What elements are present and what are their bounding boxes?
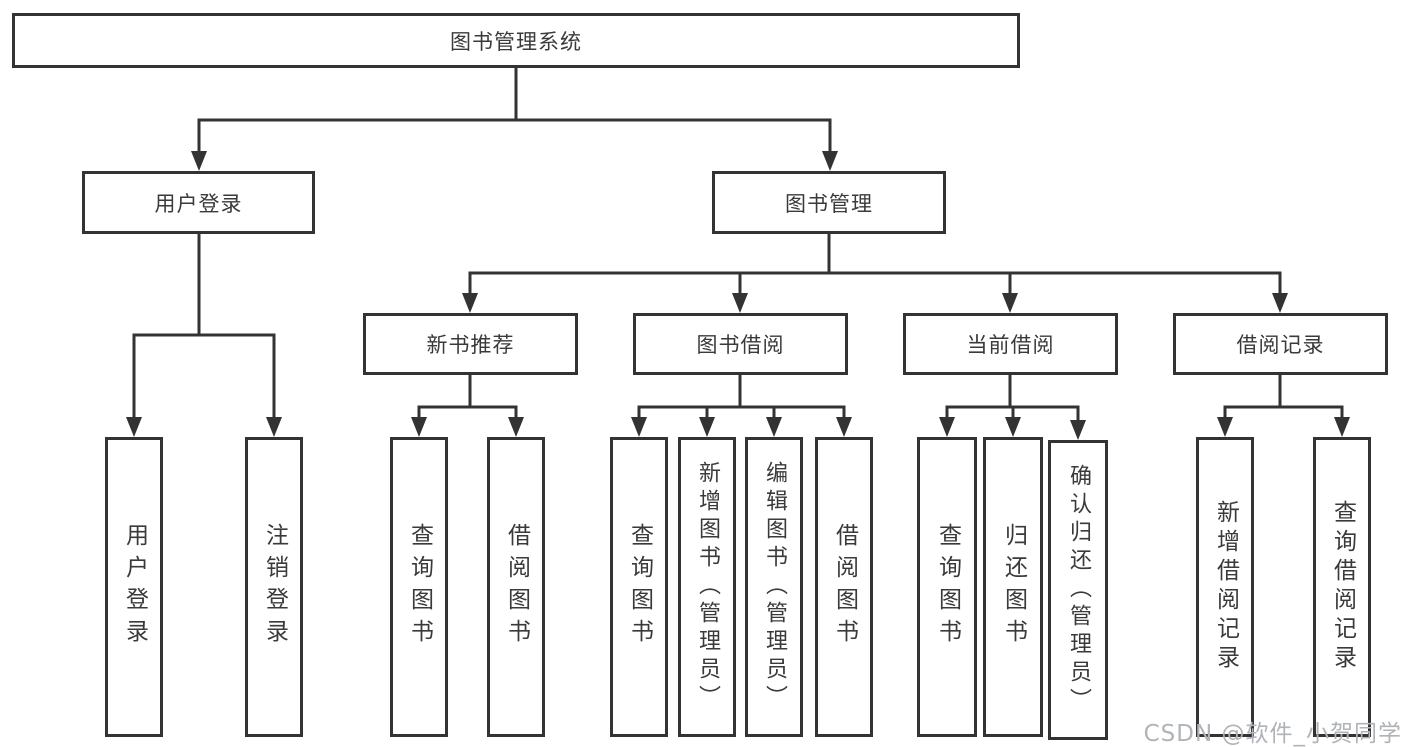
node-borrow-records-label: 借阅记录 [1236, 333, 1325, 357]
node-root-label: 图书管理系统 [450, 29, 582, 54]
leaf-bb-add-books-admin-label: 新增图书（管理员） [695, 461, 720, 713]
node-book-management: 图书管理 [712, 171, 946, 234]
leaf-nbr-query-books: 查询图书 [390, 437, 448, 737]
leaf-cb-confirm-return-admin-label: 确认归还（管理员） [1066, 464, 1091, 716]
csdn-watermark: CSDN @软件_小贺同学 [1143, 721, 1402, 747]
node-current-borrow-label: 当前借阅 [966, 333, 1055, 357]
leaf-bb-borrow-books: 借阅图书 [815, 437, 873, 737]
leaf-bb-edit-books-admin-label: 编辑图书（管理员） [762, 461, 787, 713]
leaf-logout-login-label: 注销登录 [261, 523, 288, 651]
leaf-br-query-record: 查询借阅记录 [1313, 437, 1371, 737]
leaf-user-login: 用户登录 [105, 437, 163, 737]
leaf-cb-return-books-label: 归还图书 [1000, 523, 1027, 651]
leaf-logout-login: 注销登录 [245, 437, 303, 737]
leaf-cb-confirm-return-admin: 确认归还（管理员） [1048, 440, 1108, 740]
node-user-login: 用户登录 [82, 171, 315, 234]
leaf-br-query-record-label: 查询借阅记录 [1329, 500, 1356, 674]
arrowheads [126, 151, 1350, 440]
node-book-borrow-label: 图书借阅 [696, 333, 785, 357]
node-user-login-label: 用户登录 [154, 191, 243, 216]
leaf-br-add-record: 新增借阅记录 [1196, 437, 1254, 737]
node-root: 图书管理系统 [12, 13, 1020, 68]
leaf-bb-query-books: 查询图书 [610, 437, 668, 737]
leaf-nbr-borrow-books: 借阅图书 [487, 437, 545, 737]
leaf-bb-add-books-admin: 新增图书（管理员） [678, 437, 736, 737]
node-borrow-records: 借阅记录 [1173, 313, 1388, 375]
leaf-bb-query-books-label: 查询图书 [626, 523, 653, 651]
node-new-book-recommend-label: 新书推荐 [426, 333, 515, 357]
leaf-cb-return-books: 归还图书 [983, 437, 1043, 737]
leaf-bb-edit-books-admin: 编辑图书（管理员） [745, 437, 803, 737]
node-current-borrow: 当前借阅 [903, 313, 1118, 375]
leaf-cb-query-books-label: 查询图书 [934, 523, 961, 651]
leaf-cb-query-books: 查询图书 [917, 437, 977, 737]
node-book-management-label: 图书管理 [785, 191, 873, 216]
leaf-bb-borrow-books-label: 借阅图书 [831, 523, 858, 651]
leaf-user-login-label: 用户登录 [121, 523, 148, 651]
leaf-nbr-borrow-books-label: 借阅图书 [503, 523, 530, 651]
node-new-book-recommend: 新书推荐 [363, 313, 578, 375]
node-book-borrow: 图书借阅 [633, 313, 848, 375]
leaf-br-add-record-label: 新增借阅记录 [1212, 500, 1239, 674]
leaf-nbr-query-books-label: 查询图书 [406, 523, 433, 651]
